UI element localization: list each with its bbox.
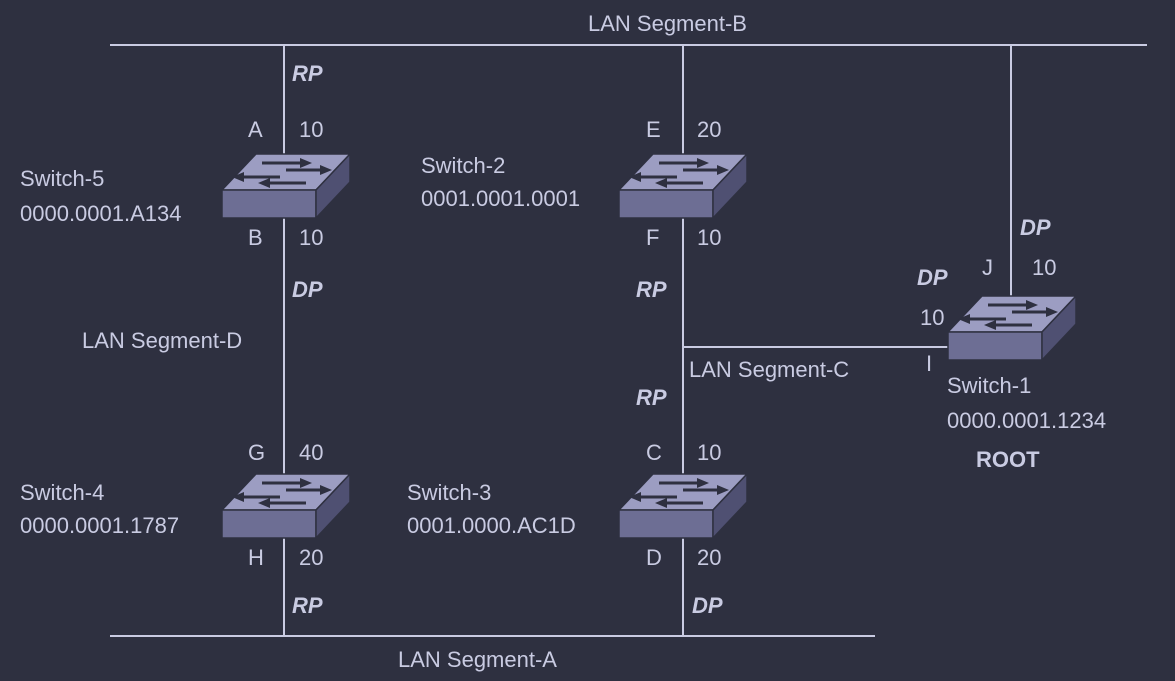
lan-segment-c-label: LAN Segment-C xyxy=(689,357,850,382)
port-cost-g: 40 xyxy=(299,440,324,465)
switch-2-icon xyxy=(617,152,749,220)
port-cost-h: 20 xyxy=(299,545,324,570)
switch-5-icon xyxy=(220,152,352,220)
port-letter-g: G xyxy=(248,440,266,465)
port-cost-a: 10 xyxy=(299,117,324,142)
port-cost-i: 10 xyxy=(920,305,945,330)
switch-3-name: Switch-3 xyxy=(407,480,492,505)
port-role-h: RP xyxy=(292,593,323,618)
port-letter-h: H xyxy=(248,545,264,570)
switch-5-name: Switch-5 xyxy=(20,166,105,191)
lan-segment-b-label: LAN Segment-B xyxy=(588,11,747,36)
port-letter-e: E xyxy=(646,117,661,142)
switch-4-icon xyxy=(220,472,352,540)
port-letter-c: C xyxy=(646,440,662,465)
port-role-d: DP xyxy=(692,593,723,618)
port-letter-i: I xyxy=(926,351,933,376)
switch-1-icon xyxy=(946,294,1078,362)
lan-segment-a-label: LAN Segment-A xyxy=(398,647,557,672)
switch-1-id: 0000.0001.1234 xyxy=(947,408,1107,433)
port-role-j: DP xyxy=(1020,215,1051,240)
switch-2-name: Switch-2 xyxy=(421,153,506,178)
port-role-i: DP xyxy=(917,265,948,290)
switch-4-name: Switch-4 xyxy=(20,480,105,505)
switch-1-name: Switch-1 xyxy=(947,373,1032,398)
port-cost-j: 10 xyxy=(1032,255,1057,280)
root-label: ROOT xyxy=(976,447,1040,472)
port-cost-e: 20 xyxy=(697,117,722,142)
port-cost-b: 10 xyxy=(299,225,324,250)
port-cost-f: 10 xyxy=(697,225,722,250)
switch-3-icon xyxy=(617,472,749,540)
switch-4-id: 0000.0001.1787 xyxy=(20,513,180,538)
port-letter-b: B xyxy=(248,225,263,250)
port-role-a: RP xyxy=(292,61,323,86)
port-role-b: DP xyxy=(292,277,323,302)
port-role-c: RP xyxy=(636,385,667,410)
switch-2-id: 0001.0001.0001 xyxy=(421,186,581,211)
switch-5-id: 0000.0001.A134 xyxy=(20,201,182,226)
port-letter-a: A xyxy=(248,117,263,142)
port-letter-j: J xyxy=(982,255,993,280)
port-cost-d: 20 xyxy=(697,545,722,570)
port-letter-f: F xyxy=(646,225,660,250)
port-letter-d: D xyxy=(646,545,662,570)
switch-3-id: 0001.0000.AC1D xyxy=(407,513,576,538)
port-role-f: RP xyxy=(636,277,667,302)
lan-segment-d-label: LAN Segment-D xyxy=(82,328,243,353)
port-cost-c: 10 xyxy=(697,440,722,465)
